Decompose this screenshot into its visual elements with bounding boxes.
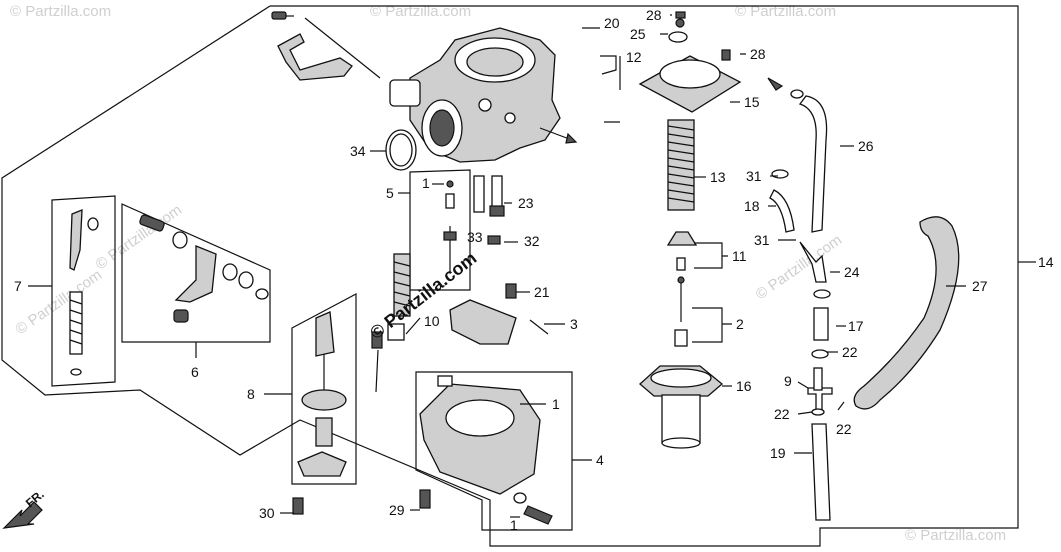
callout-14: 14 [1038, 254, 1054, 270]
callout-19: 19 [770, 445, 786, 461]
front-direction-arrow: FR. [2, 487, 47, 529]
callout-22: 22 [842, 344, 858, 360]
direction-label: FR. [23, 487, 47, 510]
callout-15: 15 [744, 94, 760, 110]
watermark-faint: © Partzilla.com [13, 266, 106, 338]
callout-23: 23 [518, 195, 534, 211]
top-cover-15 [638, 11, 742, 113]
callout-8: 8 [247, 386, 255, 402]
assembly-frame [1, 5, 1030, 547]
callout-1: 1 [552, 396, 560, 412]
callout-7: 7 [14, 278, 22, 294]
group-7-box [51, 195, 116, 387]
group-6-box [121, 203, 271, 343]
group-8-box [291, 293, 357, 515]
watermark-faint: © Partzilla.com [905, 527, 1006, 544]
callout-12: 12 [626, 49, 642, 65]
callout-28: 28 [750, 46, 766, 62]
hose-26 [767, 77, 828, 233]
callout-numbers: 34 5 1 23 33 32 21 3 10 7 6 8 30 29 1 1 … [14, 7, 1054, 533]
callout-29: 29 [389, 502, 405, 518]
callout-13: 13 [710, 169, 726, 185]
callout-6: 6 [191, 364, 199, 380]
watermark-faint: © Partzilla.com [735, 3, 836, 20]
throttle-bracket [271, 11, 381, 81]
carburetor-body [389, 27, 578, 163]
callout-27: 27 [972, 278, 988, 294]
watermark-faint: © Partzilla.com [370, 3, 471, 20]
callout-22: 22 [774, 406, 790, 422]
callout-32: 32 [524, 233, 540, 249]
callout-31: 31 [754, 232, 770, 248]
group-5-parts [371, 169, 505, 393]
hose-27 [853, 216, 960, 410]
callout-11: 11 [732, 248, 747, 264]
callout-3: 3 [570, 316, 578, 332]
needle-set [666, 231, 698, 347]
piston-16 [639, 365, 724, 449]
callout-30: 30 [259, 505, 275, 521]
watermark-faint: © Partzilla.com [10, 3, 111, 20]
callout-34: 34 [350, 143, 366, 159]
float-chamber [415, 283, 573, 531]
callout-9: 9 [784, 373, 792, 389]
callout-5: 5 [386, 185, 394, 201]
callout-22: 22 [836, 421, 852, 437]
callout-2: 2 [736, 316, 744, 332]
callout-4: 4 [596, 452, 604, 468]
callout-25: 25 [630, 26, 646, 42]
callout-28: 28 [646, 7, 662, 23]
watermark-faint: © Partzilla.com [93, 201, 186, 273]
o-ring-34 [385, 129, 417, 171]
callout-10: 10 [424, 313, 440, 329]
callout-1: 1 [422, 175, 430, 191]
callout-21: 21 [534, 284, 550, 300]
callout-24: 24 [844, 264, 860, 280]
fitting-stack [769, 169, 833, 521]
callout-20: 20 [604, 15, 620, 31]
callout-26: 26 [858, 138, 874, 154]
callout-1: 1 [510, 517, 518, 533]
callout-18: 18 [744, 198, 760, 214]
callout-31: 31 [746, 168, 762, 184]
spring-13 [667, 119, 695, 211]
callout-17: 17 [848, 318, 864, 334]
leader-lines [28, 14, 1036, 518]
callout-16: 16 [736, 378, 752, 394]
callout-33: 33 [467, 229, 483, 245]
